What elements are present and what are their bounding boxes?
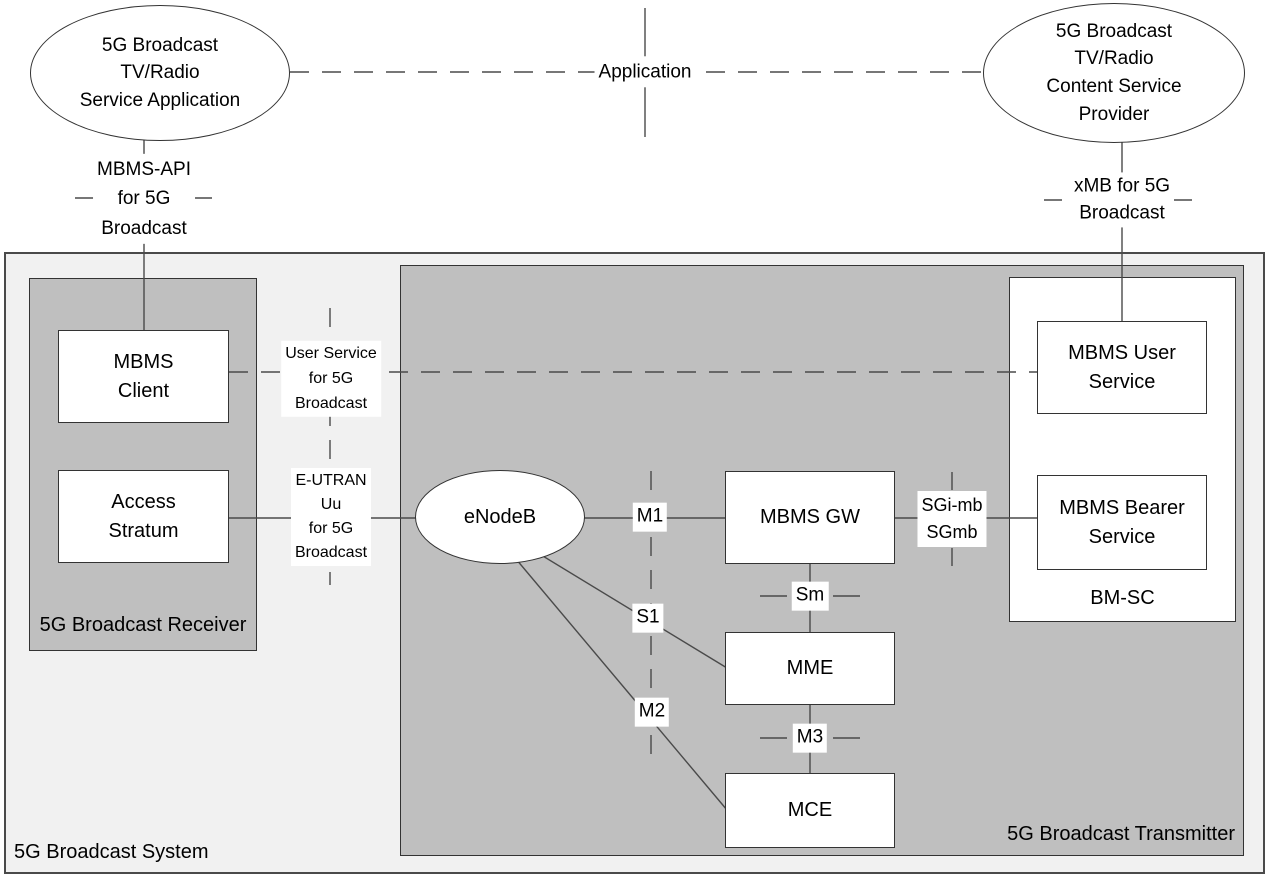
node-label-line: MME bbox=[786, 657, 834, 679]
interface-label-m3: M3 bbox=[792, 723, 828, 753]
node-label-line: Provider bbox=[1078, 103, 1150, 125]
interface-label-line: for 5G bbox=[308, 520, 354, 537]
node-label-line: Client bbox=[117, 379, 170, 402]
node-mbms-bearer-service: MBMS Bearer Service bbox=[1037, 475, 1207, 570]
interface-label-eutran-uu: E-UTRAN Uu for 5G Broadcast bbox=[290, 468, 372, 566]
interface-label-line: Broadcast bbox=[294, 394, 368, 412]
node-mme: MME bbox=[725, 632, 895, 705]
region-label-transmitter: 5G Broadcast Transmitter bbox=[1007, 823, 1235, 845]
interface-label-line: for 5G bbox=[117, 188, 171, 210]
interface-label-line: SGi-mb bbox=[921, 495, 983, 515]
region-label-line: Receiver bbox=[167, 614, 247, 636]
node-service-application: 5G Broadcast TV/Radio Service Applicatio… bbox=[30, 5, 290, 141]
node-label-line: MBMS bbox=[113, 350, 174, 373]
node-label-line: Stratum bbox=[108, 519, 179, 542]
node-label-line: MCE bbox=[787, 799, 833, 821]
node-enodeb: eNodeB bbox=[415, 470, 585, 564]
node-label-line: 5G Broadcast bbox=[101, 34, 219, 56]
node-label-line: TV/Radio bbox=[1074, 48, 1154, 70]
interface-label-line: E-UTRAN bbox=[295, 472, 367, 489]
node-mbms-user-service: MBMS User Service bbox=[1037, 321, 1207, 414]
interface-label-line: Broadcast bbox=[101, 217, 187, 239]
interface-label-sgi-mb-sgmb: SGi-mb SGmb bbox=[917, 491, 987, 547]
node-label-line: MBMS User bbox=[1068, 341, 1176, 364]
interface-label-line: MBMS-API bbox=[97, 158, 191, 180]
node-label-line: Service bbox=[1088, 525, 1156, 548]
node-label-line: eNodeB bbox=[463, 505, 537, 528]
connector-m2 bbox=[499, 539, 728, 811]
interface-label-line: Broadcast bbox=[1079, 202, 1165, 223]
node-mce: MCE bbox=[725, 773, 895, 848]
interface-label-s1: S1 bbox=[632, 603, 664, 633]
interface-label-line: Uu bbox=[320, 496, 342, 513]
node-label-line: Access bbox=[111, 490, 176, 513]
region-label-line: 5G Broadcast bbox=[39, 614, 162, 636]
node-mbms-client: MBMS Client bbox=[58, 330, 229, 423]
interface-label-user-service: User Service for 5G Broadcast bbox=[281, 340, 381, 418]
interface-label-line: User Service bbox=[285, 344, 377, 362]
region-label-receiver: 5G Broadcast Receiver bbox=[30, 611, 256, 640]
node-label-line: Service bbox=[1088, 370, 1156, 393]
interface-label-line: Broadcast bbox=[294, 544, 368, 561]
interface-label-line: SGmb bbox=[926, 522, 978, 542]
interface-label-mbms-api: MBMS-API for 5G Broadcast bbox=[93, 153, 195, 245]
interface-label-m1: M1 bbox=[632, 502, 668, 532]
node-mbms-gw: MBMS GW bbox=[725, 471, 895, 564]
interface-label-m2: M2 bbox=[634, 697, 670, 727]
node-label-line: TV/Radio bbox=[120, 62, 200, 84]
node-label-line: Content Service bbox=[1046, 76, 1182, 97]
region-label-bmsc: BM-SC bbox=[1090, 587, 1155, 609]
interface-label-sm: Sm bbox=[791, 581, 829, 611]
node-label-line: Service Application bbox=[79, 89, 241, 111]
interface-label-line: xMB for 5G bbox=[1073, 175, 1171, 197]
node-content-service-provider: 5G Broadcast TV/Radio Content Service Pr… bbox=[983, 3, 1245, 143]
node-label-line: MBMS GW bbox=[760, 506, 860, 528]
node-label-line: MBMS Bearer bbox=[1059, 496, 1185, 519]
interface-label-application: Application bbox=[594, 56, 696, 88]
interface-label-xmb: xMB for 5G Broadcast bbox=[1069, 172, 1175, 228]
interface-label-line: for 5G bbox=[308, 369, 354, 387]
region-label-system: 5G Broadcast System bbox=[14, 841, 209, 863]
node-access-stratum: Access Stratum bbox=[58, 470, 229, 563]
node-label-line: 5G Broadcast bbox=[1055, 20, 1173, 42]
